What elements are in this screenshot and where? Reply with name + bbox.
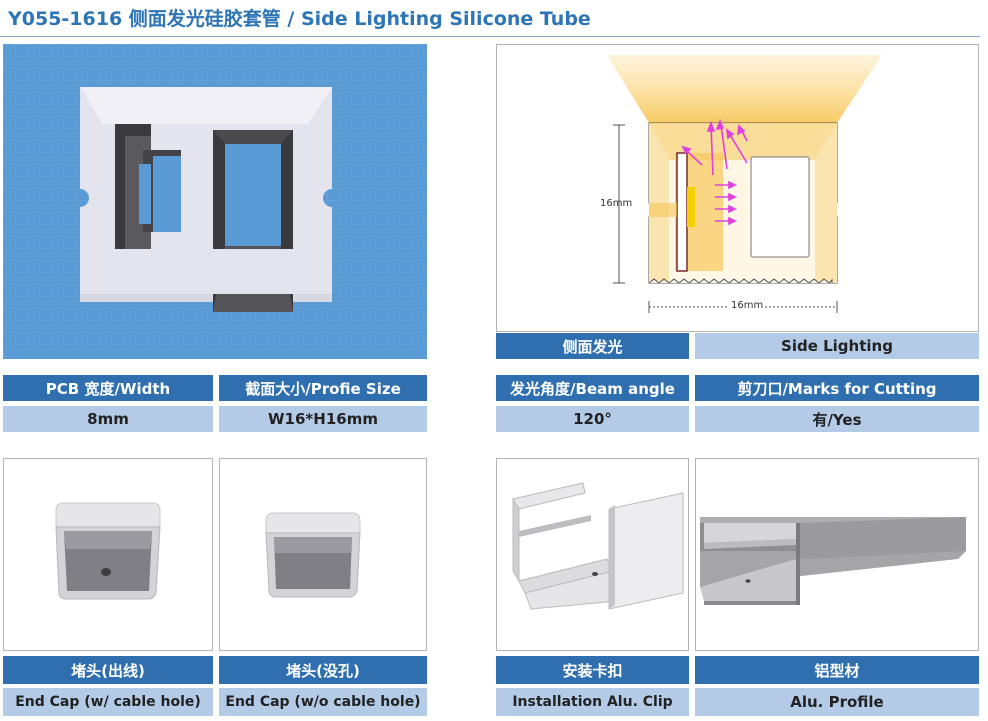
end-cap-with-hole-icon (55, 502, 161, 600)
end-cap-no-hole-label-en: End Cap (w/o cable hole) (219, 688, 427, 716)
width-dimension-label: 16mm (729, 300, 766, 311)
alu-profile-label-cn: 铝型材 (695, 656, 979, 684)
marks-cutting-value: 有/Yes (695, 406, 979, 432)
pcb-width-value: 8mm (3, 406, 213, 432)
cross-section-icon (3, 44, 427, 359)
end-cap-with-hole-label-cn: 堵头(出线) (3, 656, 213, 684)
profile-size-value: W16*H16mm (219, 406, 427, 432)
end-cap-no-hole-label-cn: 堵头(没孔) (219, 656, 427, 684)
side-lighting-label-cn: 侧面发光 (496, 333, 689, 359)
alu-profile-image (695, 458, 979, 651)
beam-angle-value: 120° (496, 406, 689, 432)
end-cap-no-hole-image (219, 458, 427, 651)
alu-clip-icon (512, 482, 684, 610)
alu-profile-label-en: Alu. Profile (695, 688, 979, 716)
marks-cutting-label: 剪刀口/Marks for Cutting (695, 375, 979, 401)
alu-clip-image (496, 458, 689, 651)
alu-clip-label-en: Installation Alu. Clip (496, 688, 689, 716)
cross-section-image (3, 44, 427, 359)
page-title: Y055-1616 侧面发光硅胶套管 / Side Lighting Silic… (8, 8, 591, 30)
pcb-width-label: PCB 宽度/Width (3, 375, 213, 401)
light-beam-icon (607, 55, 882, 123)
side-lighting-diagram: 16mm 16mm (496, 44, 979, 332)
end-cap-with-hole-image (3, 458, 213, 651)
alu-profile-icon (700, 517, 966, 605)
title-divider (0, 36, 980, 37)
end-cap-no-hole-icon (265, 512, 361, 598)
height-dimension-label: 16mm (600, 198, 633, 209)
end-cap-with-hole-label-en: End Cap (w/ cable hole) (3, 688, 213, 716)
side-lighting-label-en: Side Lighting (695, 333, 979, 359)
alu-clip-label-cn: 安装卡扣 (496, 656, 689, 684)
profile-size-label: 截面大小/Profie Size (219, 375, 427, 401)
beam-angle-label: 发光角度/Beam angle (496, 375, 689, 401)
